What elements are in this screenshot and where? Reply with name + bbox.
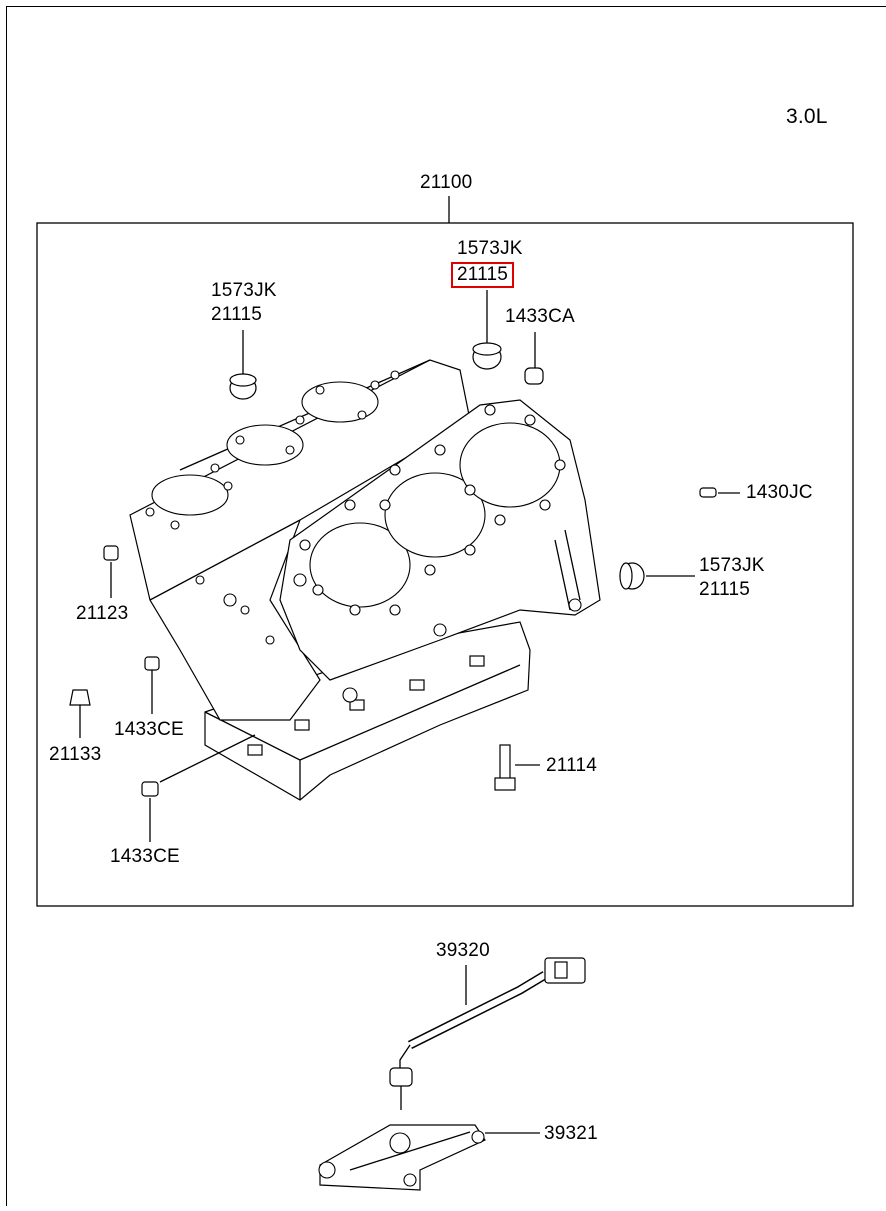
bracket-39321: [318, 1124, 540, 1191]
assembly-box: [36, 222, 854, 907]
bolt-21123: [103, 545, 119, 598]
page-border-top: [6, 6, 886, 7]
part-21133[interactable]: 21133: [49, 744, 102, 765]
sleeve-1433ce-upper: [144, 656, 160, 714]
engine-label: 3.0L: [786, 105, 828, 128]
right-part[interactable]: 21115: [699, 579, 751, 600]
page-border-left: [6, 6, 7, 1206]
sleeve-1433ce-lower: [141, 734, 256, 842]
part-21114[interactable]: 21114: [546, 755, 598, 776]
part-1433ce-lower[interactable]: 1433CE: [110, 846, 180, 867]
part-39320[interactable]: 39320: [436, 940, 490, 961]
part-21123[interactable]: 21123: [76, 603, 129, 624]
sleeve-1433ca: [524, 332, 544, 385]
sensor-harness-39320: [389, 957, 586, 1110]
part-1433ce-upper[interactable]: 1433CE: [114, 719, 184, 740]
part-39321[interactable]: 39321: [544, 1123, 598, 1144]
engine-block: [129, 359, 601, 801]
plug-21115-top-left: [229, 330, 257, 400]
bolt-21114: [494, 744, 540, 791]
top-left-code[interactable]: 1573JK: [211, 280, 277, 301]
top-left-part[interactable]: 21115: [211, 304, 263, 325]
top-center-code[interactable]: 1573JK: [457, 238, 523, 259]
plug-21115-right: [619, 562, 695, 590]
plug-21115-top-center: [472, 290, 502, 370]
part-1430jc[interactable]: 1430JC: [746, 482, 813, 503]
plug-21133: [69, 689, 91, 738]
assembly-part-no[interactable]: 21100: [420, 172, 473, 193]
pin-1430jc: [699, 487, 740, 498]
top-center-part-highlighted[interactable]: 21115: [451, 262, 515, 288]
right-code[interactable]: 1573JK: [699, 555, 765, 576]
part-1433ca[interactable]: 1433CA: [505, 306, 575, 327]
